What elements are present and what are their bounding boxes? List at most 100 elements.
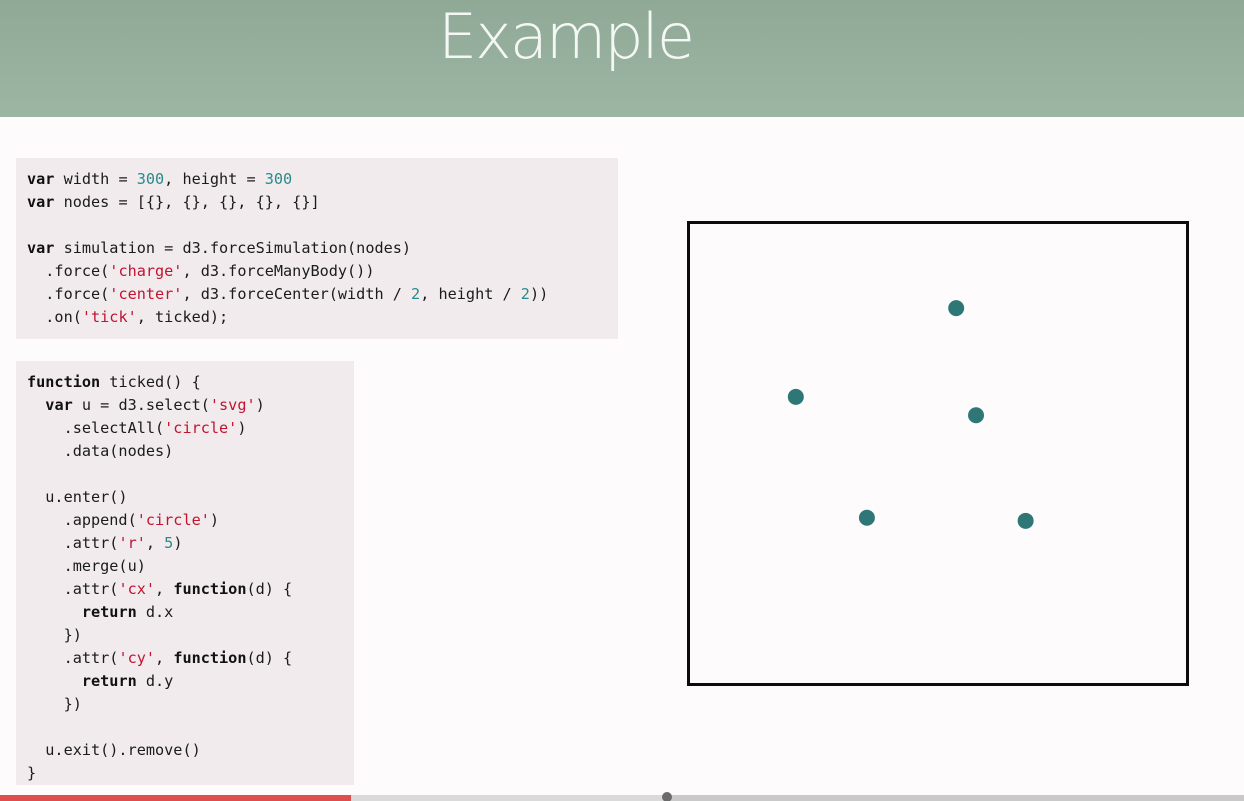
code-token: .append( — [27, 511, 137, 529]
code-token: u.enter() — [27, 488, 128, 506]
code-token: simulation = d3.forceSimulation(nodes) — [54, 239, 412, 257]
code-line: } — [27, 762, 292, 785]
code-line — [27, 214, 548, 237]
video-progress-played — [0, 795, 351, 801]
code-token: .selectAll( — [27, 419, 165, 437]
code-token: .on( — [27, 308, 82, 326]
code-token: , — [155, 649, 174, 667]
code-line: }) — [27, 624, 292, 647]
code-line: function ticked() { — [27, 371, 292, 394]
code-token: )) — [529, 285, 549, 303]
code-token: function — [173, 580, 247, 598]
simulation-canvas — [687, 221, 1189, 686]
code-token: return — [81, 672, 137, 690]
code-token: 'circle' — [164, 419, 238, 437]
code-token: .force( — [27, 285, 110, 303]
code-token: u.exit().remove() — [27, 741, 201, 759]
code-token: 'tick' — [81, 308, 137, 326]
simulation-node-circle — [787, 388, 804, 405]
code-token: width = — [54, 170, 137, 188]
code-line: .force('charge', d3.forceManyBody()) — [27, 260, 548, 283]
code-token: 'r' — [118, 534, 146, 552]
video-progress-bar[interactable] — [0, 795, 1244, 801]
code-line: .attr('r', 5) — [27, 532, 292, 555]
code-line: .force('center', d3.forceCenter(width / … — [27, 283, 548, 306]
code-token: } — [27, 764, 37, 782]
code-line: .append('circle') — [27, 509, 292, 532]
code-line: var nodes = [{}, {}, {}, {}, {}] — [27, 191, 548, 214]
code-token — [27, 672, 82, 690]
simulation-node-circle — [948, 300, 965, 317]
code-token: ) — [173, 534, 183, 552]
code-line: var u = d3.select('svg') — [27, 394, 292, 417]
code-token: .attr( — [27, 534, 119, 552]
code-line: .selectAll('circle') — [27, 417, 292, 440]
code-token: }) — [27, 695, 82, 713]
code-block-ticked: function ticked() { var u = d3.select('s… — [16, 361, 354, 785]
code-line: .merge(u) — [27, 555, 292, 578]
code-line: u.exit().remove() — [27, 739, 292, 762]
code-token: function — [27, 373, 101, 391]
code-line: u.enter() — [27, 486, 292, 509]
code-token: 'cx' — [118, 580, 156, 598]
code-token: 300 — [264, 170, 293, 188]
code-token: ) — [255, 396, 265, 414]
code-token: 'center' — [109, 285, 183, 303]
code-token: (d) { — [246, 649, 293, 667]
code-token: , d3.forceManyBody()) — [182, 262, 375, 280]
code-line: return d.x — [27, 601, 292, 624]
code-token: .attr( — [27, 649, 119, 667]
code-token: 'svg' — [209, 396, 256, 414]
code-token: .force( — [27, 262, 110, 280]
code-token: u = d3.select( — [72, 396, 210, 414]
code-line: .attr('cy', function(d) { — [27, 647, 293, 670]
code-token: .merge(u) — [27, 557, 146, 575]
code-token — [27, 396, 45, 414]
code-line: return d.y — [27, 670, 292, 693]
code-line: .on('tick', ticked); — [27, 306, 548, 329]
code-token: 'cy' — [118, 649, 156, 667]
code-token: var — [27, 170, 55, 188]
code-token: 2 — [520, 285, 530, 303]
code-token: var — [27, 239, 55, 257]
code-line — [27, 463, 292, 486]
code-token: ) — [237, 419, 247, 437]
code-token: , height = — [164, 170, 265, 188]
code-token: var — [27, 193, 55, 211]
code-token: .data(nodes) — [27, 442, 174, 460]
code-token: 2 — [411, 285, 421, 303]
code-token: nodes = [{}, {}, {}, {}, {}] — [54, 193, 320, 211]
code-token: var — [45, 396, 73, 414]
code-token: , — [155, 580, 174, 598]
code-line: .data(nodes) — [27, 440, 292, 463]
video-scrubber-handle[interactable] — [661, 792, 672, 801]
code-token: d.y — [136, 672, 174, 690]
code-token: d.x — [136, 603, 174, 621]
code-line — [27, 716, 292, 739]
code-token: , d3.forceCenter(width / — [182, 285, 412, 303]
slide-header: Example — [0, 0, 1244, 117]
simulation-svg — [787, 300, 1034, 529]
code-token: function — [173, 649, 247, 667]
code-token: (d) { — [246, 580, 293, 598]
code-token — [27, 603, 82, 621]
slide-title: Example — [438, 0, 695, 73]
code-token: .attr( — [27, 580, 119, 598]
code-token: return — [81, 603, 137, 621]
code-token: 5 — [164, 534, 174, 552]
code-token: ) — [209, 511, 220, 529]
code-token: 300 — [136, 170, 165, 188]
code-token: }) — [27, 626, 82, 644]
simulation-node-circle — [1017, 512, 1034, 529]
simulation-node-circle — [858, 509, 875, 526]
code-token: 'circle' — [136, 511, 210, 529]
simulation-node-circle — [968, 407, 985, 424]
code-line: .attr('cx', function(d) { — [27, 578, 293, 601]
code-line: var width = 300, height = 300 — [27, 168, 548, 191]
code-token: 'charge' — [109, 262, 183, 280]
code-line: var simulation = d3.forceSimulation(node… — [27, 237, 548, 260]
code-token: ticked() { — [100, 373, 201, 391]
